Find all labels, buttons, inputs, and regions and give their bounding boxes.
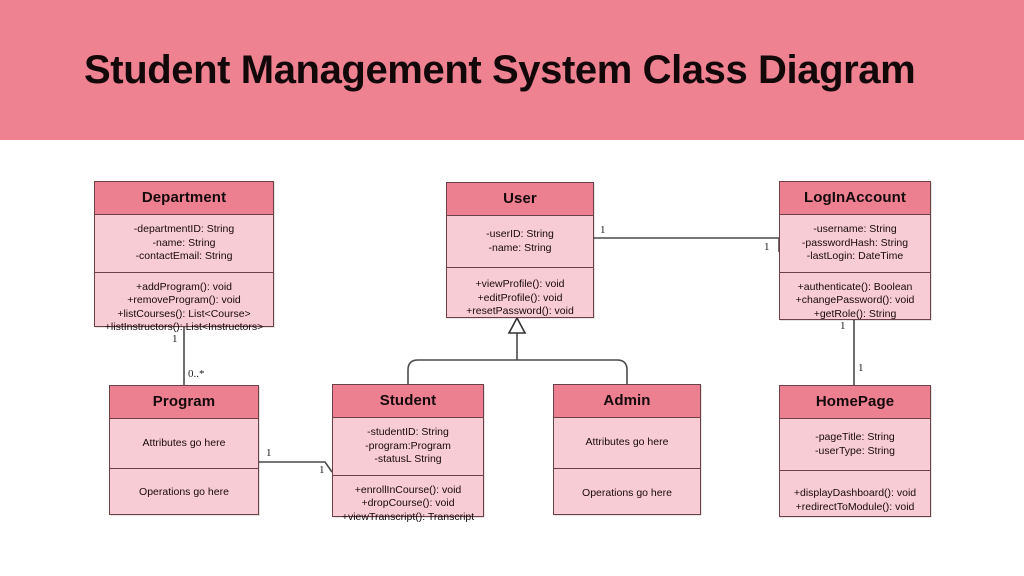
class-box-student[interactable]: Student -studentID: String -program:Prog…: [332, 384, 484, 523]
operation-row: +enrollInCourse(): void: [354, 483, 462, 496]
title-banner: Student Management System Class Diagram: [0, 0, 1024, 140]
class-operations-student: +enrollInCourse(): void +dropCourse(): v…: [333, 474, 483, 533]
operation-row: +listInstructors(): List<Instructors>: [104, 321, 264, 333]
multiplicity-program-student-target: 1: [319, 464, 325, 476]
multiplicity-program-student-source: 1: [266, 447, 272, 459]
attribute-row: -username: String: [813, 223, 897, 235]
class-operations-loginaccount: +authenticate(): Boolean +changePassword…: [780, 271, 930, 330]
class-title-department: Department: [95, 182, 273, 215]
operation-row: +changePassword(): void: [795, 294, 915, 306]
class-attributes-user: -userID: String -name: String: [447, 216, 593, 267]
class-attributes-department: -departmentID: String -name: String -con…: [95, 215, 273, 272]
generalization-branch-student: [407, 359, 517, 384]
class-title-user: User: [447, 183, 593, 216]
operation-row: +viewTranscript(): Transcript: [341, 510, 475, 523]
operation-row: +authenticate(): Boolean: [797, 280, 913, 293]
attribute-row: -pageTitle: String: [815, 431, 895, 443]
attribute-row: -studentID: String: [367, 426, 449, 438]
class-attributes-program: Attributes go here: [110, 419, 258, 468]
operation-row: +displayDashboard(): void: [793, 487, 917, 499]
attribute-row: -lastLogin: DateTime: [806, 250, 904, 262]
generalization-branch-admin: [517, 359, 628, 384]
operation-row: +listCourses(): List<Course>: [117, 307, 251, 320]
class-box-department[interactable]: Department -departmentID: String -name: …: [94, 181, 274, 333]
class-attributes-homepage: -pageTitle: String -userType: String: [780, 419, 930, 470]
multiplicity-user-loginaccount-target: 1: [764, 241, 770, 253]
attribute-row: -contactEmail: String: [135, 250, 233, 262]
class-attributes-loginaccount: -username: String -passwordHash: String …: [780, 215, 930, 272]
operation-row: +viewProfile(): void: [475, 278, 565, 290]
attribute-row: -userID: String: [486, 228, 554, 240]
class-operations-department: +addProgram(): void +removeProgram(): vo…: [95, 271, 273, 343]
attribute-row: -statusL String: [374, 453, 442, 465]
connector-user-loginaccount: [594, 237, 780, 252]
class-title-homepage: HomePage: [780, 386, 930, 419]
class-attributes-student: -studentID: String -program:Program -sta…: [333, 418, 483, 475]
attribute-row: -name: String: [152, 236, 216, 249]
operation-row: +getRole(): String: [813, 307, 897, 320]
operation-row: +removeProgram(): void: [127, 294, 241, 306]
multiplicity-department-program-target: 0..*: [188, 368, 205, 380]
class-box-loginaccount[interactable]: LogInAccount -username: String -password…: [779, 181, 931, 320]
class-title-student: Student: [333, 385, 483, 418]
operations-placeholder: Operations go here: [582, 486, 672, 499]
class-box-user[interactable]: User -userID: String -name: String +view…: [446, 182, 594, 318]
class-box-homepage[interactable]: HomePage -pageTitle: String -userType: S…: [779, 385, 931, 517]
attributes-placeholder: Attributes go here: [142, 436, 226, 449]
class-operations-user: +viewProfile(): void +editProfile(): voi…: [447, 267, 593, 327]
attributes-placeholder: Attributes go here: [585, 436, 669, 449]
multiplicity-loginaccount-homepage-target: 1: [858, 362, 864, 374]
class-operations-homepage: +displayDashboard(): void +redirectToMod…: [780, 470, 930, 522]
class-title-program: Program: [110, 386, 258, 419]
multiplicity-user-loginaccount-source: 1: [600, 224, 606, 236]
multiplicity-loginaccount-homepage-source: 1: [840, 320, 846, 332]
operations-placeholder: Operations go here: [139, 486, 229, 499]
class-box-admin[interactable]: Admin Attributes go here Operations go h…: [553, 384, 701, 515]
operation-row: +dropCourse(): void: [361, 497, 455, 509]
operation-row: +editProfile(): void: [477, 291, 563, 304]
attribute-row: -name: String: [488, 241, 552, 254]
class-attributes-admin: Attributes go here: [554, 418, 700, 468]
attribute-row: -userType: String: [815, 444, 895, 457]
multiplicity-department-program-source: 1: [172, 333, 178, 345]
class-operations-admin: Operations go here: [554, 468, 700, 518]
class-title-loginaccount: LogInAccount: [780, 182, 930, 215]
operation-row: +addProgram(): void: [135, 280, 232, 293]
class-box-program[interactable]: Program Attributes go here Operations go…: [109, 385, 259, 515]
operation-row: +redirectToModule(): void: [795, 500, 915, 513]
attribute-row: -departmentID: String: [133, 223, 235, 235]
operation-row: +resetPassword(): void: [466, 305, 574, 317]
page-title: Student Management System Class Diagram: [84, 47, 916, 92]
attribute-row: -program:Program: [365, 439, 451, 452]
class-operations-program: Operations go here: [110, 468, 258, 517]
attribute-row: -passwordHash: String: [801, 236, 909, 249]
class-title-admin: Admin: [554, 385, 700, 418]
